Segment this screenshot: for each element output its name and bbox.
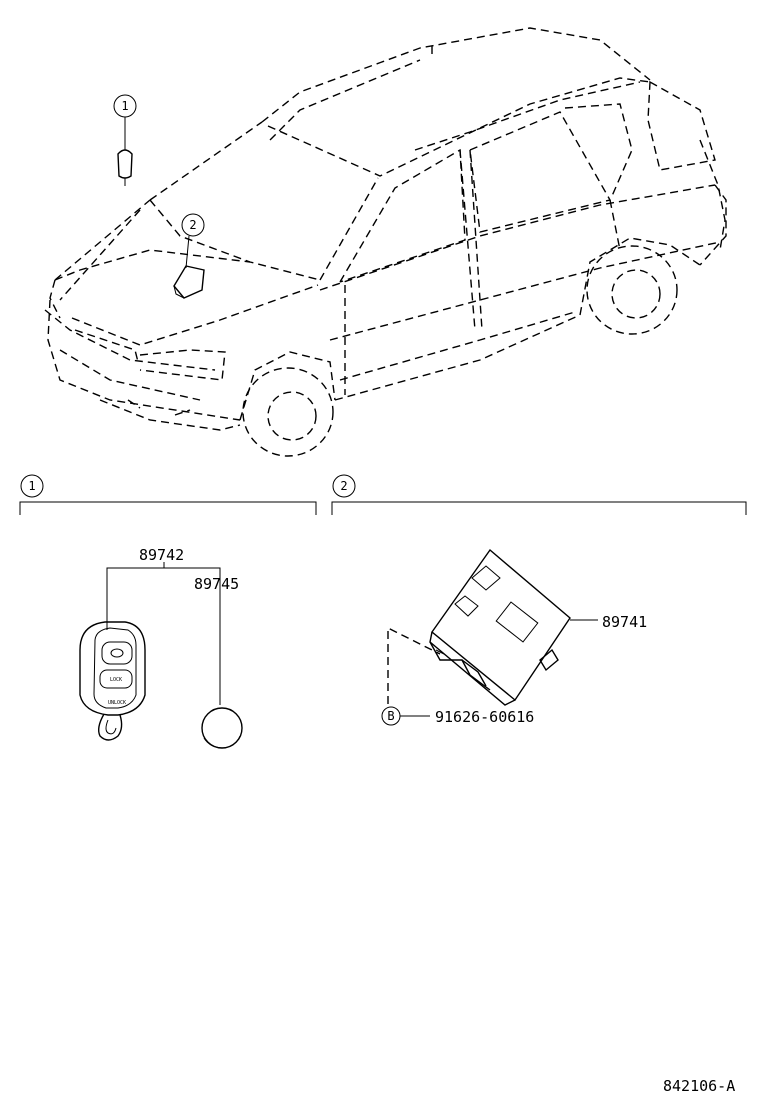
door-control-receiver xyxy=(429,548,571,706)
lock-button-label: LOCK xyxy=(110,677,122,683)
vehicle-outline xyxy=(44,27,727,457)
section-number: 2 xyxy=(340,479,347,493)
section-number: 1 xyxy=(28,479,35,493)
callout-number: 2 xyxy=(189,218,196,232)
part-number-89741: 89741 xyxy=(602,613,647,631)
section-2-bracket xyxy=(331,501,747,515)
section-1-marker xyxy=(20,474,44,498)
key-fob-transmitter: LOCK UNLOCK xyxy=(79,621,146,741)
battery-coin-cell xyxy=(201,707,243,749)
section-1: 1 89742 89745 LOCK UNLOCK xyxy=(19,474,317,749)
lock-button xyxy=(99,669,133,689)
section-2: 2 89741 B 91626-60616 xyxy=(331,474,747,726)
unlock-button-label: UNLOCK xyxy=(108,700,126,706)
part-number-89742: 89742 xyxy=(139,546,184,564)
bolt-callout-letter: B xyxy=(387,709,394,723)
part-number-89745: 89745 xyxy=(194,575,239,593)
key-ring-loop xyxy=(97,713,123,741)
part-number-91626-60616: 91626-60616 xyxy=(435,708,534,726)
figure-id: 842106-A xyxy=(663,1077,735,1095)
callout-number: 1 xyxy=(121,99,128,113)
connector-mid xyxy=(454,595,479,617)
section-1-bracket xyxy=(19,501,317,515)
key-fob-icon xyxy=(117,149,133,179)
vehicle-callout-1: 1 xyxy=(113,94,137,186)
vehicle-callout-2: 2 xyxy=(173,213,205,299)
receiver-location-icon xyxy=(173,265,205,299)
panic-button xyxy=(101,641,133,665)
callout-circle-2 xyxy=(181,213,205,237)
connector-top xyxy=(471,565,501,591)
section-2-marker xyxy=(332,474,356,498)
receiver-label-plate xyxy=(495,601,539,643)
